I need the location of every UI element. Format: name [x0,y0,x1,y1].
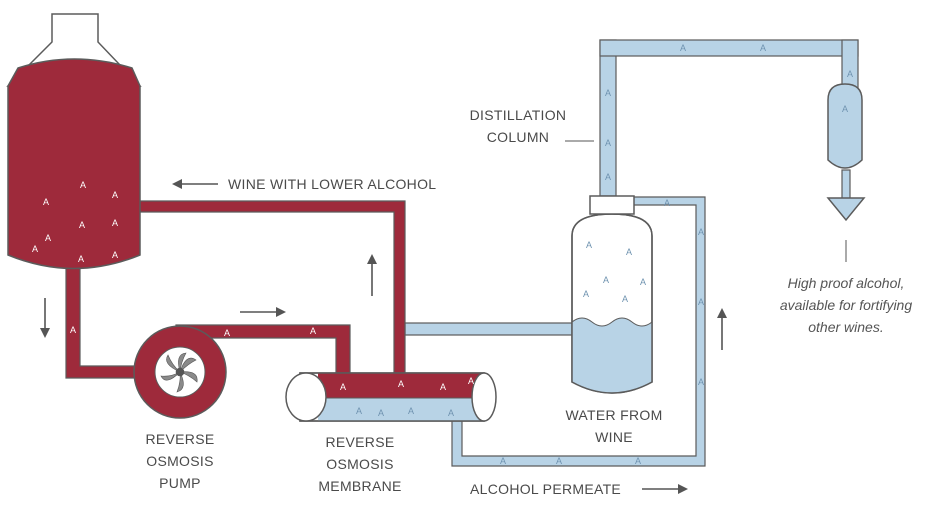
molecule-mark: A [847,69,853,79]
molecule-mark: A [32,244,38,254]
molecule-mark: A [842,104,848,114]
molecule-mark: A [698,227,704,237]
molecule-mark: A [680,43,686,53]
label-water-from-wine: WINE [595,429,633,445]
molecule-marks-water: A A A A A A A A A A A A A A A A A A A A … [356,43,853,466]
pipe-vessel-to-pump [65,267,147,379]
arrow-right-icon [240,307,286,317]
molecule-mark: A [43,197,49,207]
molecule-mark: A [603,275,609,285]
molecule-mark: A [698,297,704,307]
pipe-right-down [841,39,859,91]
label-distillation-column: DISTILLATION [470,107,567,123]
molecule-mark: A [640,277,646,287]
molecule-mark: A [356,406,362,416]
molecule-mark: A [80,180,86,190]
arrow-up-icon [717,308,727,350]
water-tank [571,195,653,394]
impeller-icon [160,352,198,393]
molecule-mark: A [398,379,404,389]
molecule-mark: A [408,406,414,416]
label-pump: PUMP [159,475,201,491]
note-high-proof: High proof alcohol, [788,275,905,291]
vessel-body [7,58,141,270]
molecule-mark: A [605,138,611,148]
arrow-left-icon [172,179,218,189]
reverse-osmosis-membrane [285,372,497,422]
molecule-mark: A [112,250,118,260]
flow-arrows [40,140,847,494]
molecule-mark: A [70,325,76,335]
molecule-mark: A [224,328,230,338]
molecule-mark: A [605,172,611,182]
label-water-from-wine: WATER FROM [565,407,662,423]
molecule-mark: A [698,377,704,387]
alcohol-separator [826,83,866,222]
output-arrow-icon [826,197,866,222]
tank-collar [589,195,635,215]
molecule-mark: A [310,326,316,336]
molecule-mark: A [112,190,118,200]
molecule-mark: A [378,408,384,418]
label-pump: OSMOSIS [146,453,213,469]
molecule-mark: A [605,88,611,98]
molecule-mark: A [500,456,506,466]
molecule-mark: A [448,408,454,418]
molecule-marks-wine: A A A A A A A A A A A A A A A A [32,180,474,392]
water-pipes [404,39,859,467]
molecule-mark: A [635,456,641,466]
molecule-mark: A [760,43,766,53]
label-membrane: REVERSE [325,434,394,450]
reverse-osmosis-pump [133,325,227,419]
labels: WINE WITH LOWER ALCOHOL DISTILLATION COL… [145,107,912,497]
molecule-mark: A [440,382,446,392]
label-alcohol-permeate: ALCOHOL PERMEATE [470,481,621,497]
arrow-right-icon [642,484,688,494]
arrow-down-icon [40,298,50,338]
molecule-mark: A [340,382,346,392]
note-high-proof: other wines. [808,319,883,335]
molecule-mark: A [78,254,84,264]
label-pump: REVERSE [145,431,214,447]
label-distillation-column: COLUMN [487,129,549,145]
note-high-proof: available for fortifying [780,297,913,313]
molecule-mark: A [556,456,562,466]
molecule-mark: A [664,198,670,208]
molecule-mark: A [45,233,51,243]
label-wine-lower-alcohol: WINE WITH LOWER ALCOHOL [228,176,436,192]
molecule-mark: A [79,220,85,230]
pipe-top [599,39,859,57]
molecule-mark: A [622,294,628,304]
arrow-up-icon [367,254,377,296]
molecule-mark: A [112,218,118,228]
molecule-mark: A [583,289,589,299]
molecule-mark: A [586,240,592,250]
molecule-mark: A [468,376,474,386]
label-membrane: OSMOSIS [326,456,393,472]
wine-vessel [6,13,142,270]
molecule-mark: A [626,247,632,257]
label-membrane: MEMBRANE [318,478,401,494]
pipe-membrane-to-tank [404,322,578,336]
